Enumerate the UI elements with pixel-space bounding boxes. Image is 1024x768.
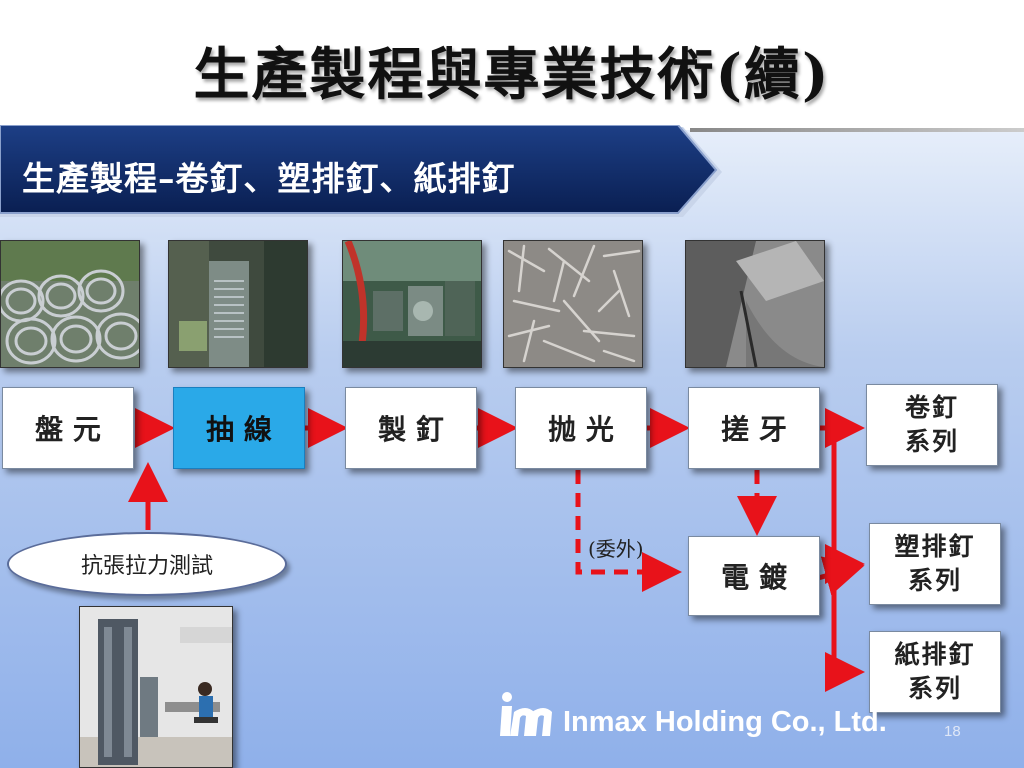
banner-shape bbox=[0, 125, 722, 217]
product-paper-strip-nails: 紙排釘 系列 bbox=[869, 631, 1001, 713]
outsourced-label: (委外) bbox=[588, 537, 644, 561]
product-paper-strip-nails-line2: 系列 bbox=[907, 674, 962, 703]
step-polishing: 抛 光 bbox=[515, 387, 647, 469]
product-coil-nails-line2: 系列 bbox=[904, 427, 959, 456]
thread-rolling-photo bbox=[685, 240, 825, 368]
company-name: Inmax Holding Co., Ltd. bbox=[563, 706, 887, 738]
banner-title: 生產製程–卷釘、塑排釘、紙排釘 bbox=[22, 159, 516, 198]
product-plastic-strip-nails-line1: 塑排釘 bbox=[894, 532, 976, 561]
product-coil-nails-line1: 卷釘 bbox=[904, 393, 959, 422]
step-nail-making: 製 釘 bbox=[345, 387, 477, 469]
divider-line bbox=[690, 128, 1024, 132]
page-number: 18 bbox=[944, 723, 961, 740]
product-coil-nails: 卷釘 系列 bbox=[866, 384, 998, 466]
inmax-logo-icon bbox=[500, 692, 552, 736]
step-thread-rolling: 搓 牙 bbox=[688, 387, 820, 469]
slide-title: 生產製程與專業技術(續) bbox=[193, 42, 831, 108]
step-wire-rod: 盤 元 bbox=[2, 387, 134, 469]
polished-nails-photo bbox=[503, 240, 643, 368]
tensile-test-lab-photo bbox=[79, 606, 233, 768]
step-wire-drawing: 抽 線 bbox=[173, 387, 305, 469]
tensile-test-label: 抗張拉力測試 bbox=[7, 532, 287, 596]
step-plating: 電 鍍 bbox=[688, 536, 820, 616]
product-plastic-strip-nails: 塑排釘 系列 bbox=[869, 523, 1001, 605]
wire-coils-photo bbox=[0, 240, 140, 368]
product-plastic-strip-nails-line2: 系列 bbox=[907, 566, 962, 595]
wire-drawing-photo bbox=[168, 240, 308, 368]
product-paper-strip-nails-line1: 紙排釘 bbox=[894, 640, 976, 669]
nail-making-machines-photo bbox=[342, 240, 482, 368]
